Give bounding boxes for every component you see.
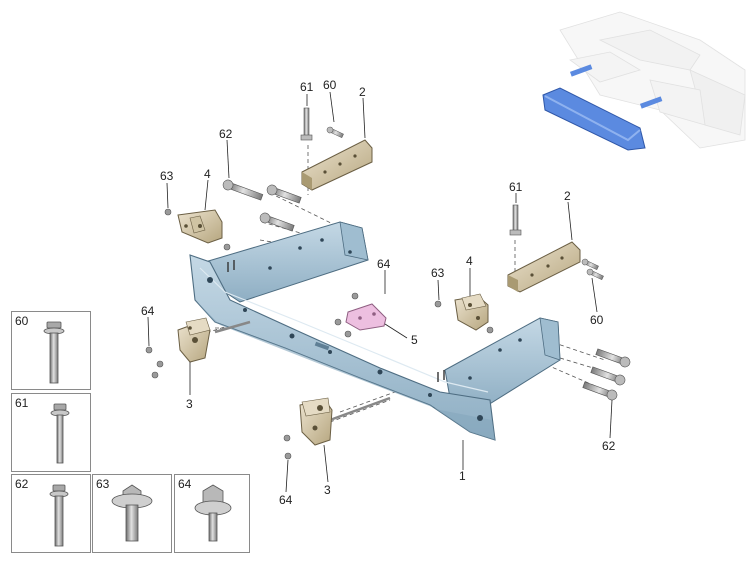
- legend-label-63: 63: [96, 477, 110, 491]
- callout-3-lower: 3: [324, 483, 331, 497]
- mounting-bracket-part-4-left: [177, 209, 223, 244]
- mounting-bracket-part-3-lower: [299, 397, 333, 446]
- callout-62-upper: 62: [219, 127, 233, 141]
- legend-label-61: 61: [15, 396, 29, 410]
- legend-box-64: 64: [174, 474, 250, 553]
- locator-bumper-highlight: [542, 64, 663, 151]
- fasteners: [145, 107, 631, 460]
- legend-box-60: 60: [11, 311, 91, 390]
- callout-2-right: 2: [564, 189, 571, 203]
- callout-63-left: 63: [160, 169, 174, 183]
- support-rail-part-2-right: [507, 241, 581, 293]
- support-rail-part-2-upper: [301, 139, 373, 191]
- bumper-beam-part-1: [189, 221, 561, 441]
- hex-flange-bolt-short-icon: [49, 484, 69, 547]
- legend-label-62: 62: [15, 477, 29, 491]
- legend-label-64: 64: [178, 477, 192, 491]
- callout-64-lower: 64: [279, 493, 293, 507]
- callout-61-right: 61: [509, 180, 523, 194]
- callout-60-upper: 60: [323, 78, 337, 92]
- callout-64-left: 64: [141, 304, 155, 318]
- callouts: 61 60 2 62 63 4 61 2 64 63 4 5 60 64 3 6…: [141, 78, 616, 507]
- legend-label-60: 60: [15, 314, 29, 328]
- legend-box-62: 62: [11, 474, 91, 553]
- reinforcement-plate-part-5: [345, 303, 387, 331]
- callout-61-upper: 61: [300, 80, 314, 94]
- hex-collar-nut-icon: [194, 484, 232, 542]
- callout-1: 1: [459, 469, 466, 483]
- legend-box-61: 61: [11, 393, 91, 472]
- callout-63-right: 63: [431, 266, 445, 280]
- hex-flange-bolt-medium-icon: [50, 403, 70, 464]
- callout-4-left: 4: [204, 167, 211, 181]
- callout-62-right: 62: [602, 439, 616, 453]
- callout-60-right: 60: [590, 313, 604, 327]
- legend-box-63: 63: [92, 474, 172, 553]
- hex-flange-nut-icon: [111, 484, 153, 542]
- hex-flange-bolt-long-icon: [43, 321, 65, 384]
- callout-3-left: 3: [186, 397, 193, 411]
- callout-64-center: 64: [377, 257, 391, 271]
- callout-4-right: 4: [466, 254, 473, 268]
- mounting-bracket-part-4-right: [454, 293, 489, 331]
- callout-5: 5: [411, 333, 418, 347]
- callout-2-upper: 2: [359, 85, 366, 99]
- vehicle-locator-thumbnail: [542, 11, 746, 151]
- mounting-bracket-part-3-left: [177, 317, 211, 363]
